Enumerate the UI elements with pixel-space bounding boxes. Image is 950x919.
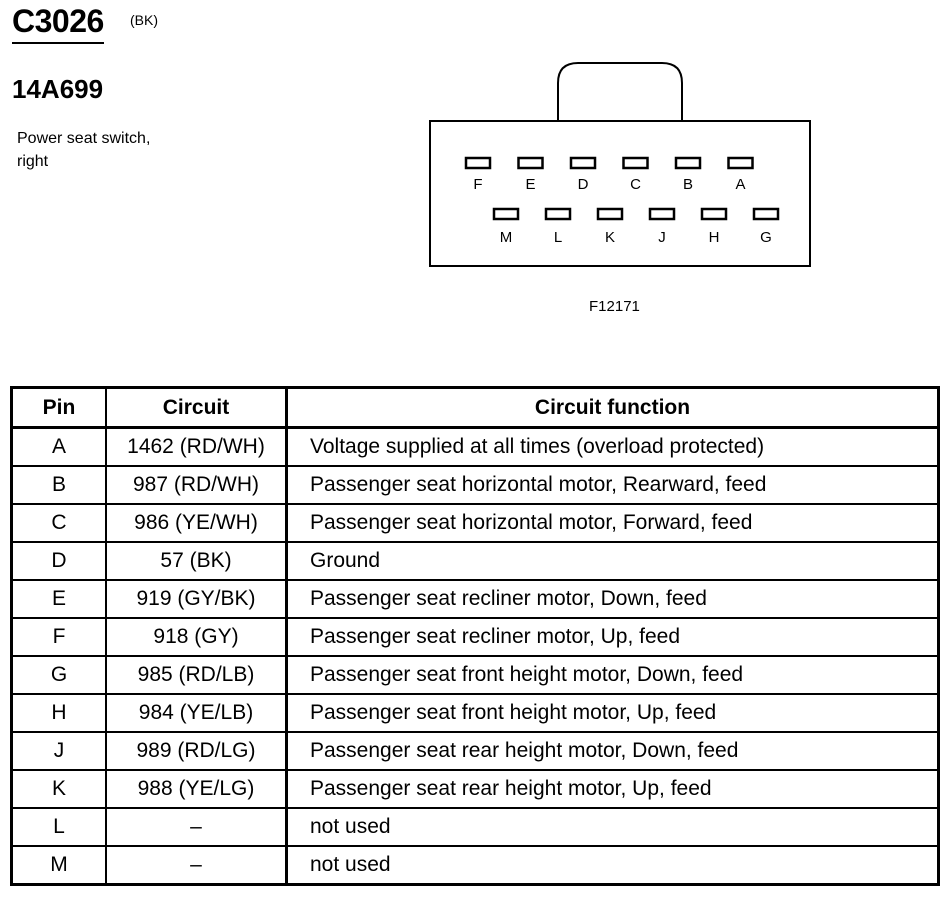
pin-cavity-k: [596, 207, 624, 221]
circuit-cell: 988 (YE/LG): [105, 769, 288, 809]
pin-label: G: [760, 229, 772, 246]
pin-cavity-e: [517, 156, 544, 170]
table-row: E 919 (GY/BK) Passenger seat recliner mo…: [10, 579, 940, 619]
pin-label: C: [630, 176, 641, 193]
function-cell: Passenger seat front height motor, Down,…: [285, 655, 940, 695]
table-header-row: Pin Circuit Circuit function: [10, 386, 940, 429]
function-cell: Passenger seat rear height motor, Down, …: [285, 731, 940, 771]
connector-body: [429, 120, 811, 267]
pin-label: L: [554, 229, 562, 246]
circuit-cell: –: [105, 807, 288, 847]
pin-cell: F: [10, 617, 107, 657]
function-cell: Passenger seat horizontal motor, Forward…: [285, 503, 940, 543]
circuit-function-header: Circuit function: [285, 386, 940, 429]
function-cell: Ground: [285, 541, 940, 581]
connector-color: (BK): [130, 12, 158, 28]
pin-cavity-d: [569, 156, 597, 170]
pin-header: Pin: [10, 386, 107, 429]
table-row: M – not used: [10, 845, 940, 886]
circuit-cell: 918 (GY): [105, 617, 288, 657]
pin-cell: C: [10, 503, 107, 543]
pin-label: E: [525, 176, 535, 193]
function-cell: Voltage supplied at all times (overload …: [285, 426, 940, 467]
pin-cavity-l: [544, 207, 572, 221]
table-row: C 986 (YE/WH) Passenger seat horizontal …: [10, 503, 940, 543]
table-row: G 985 (RD/LB) Passenger seat front heigh…: [10, 655, 940, 695]
function-cell: Passenger seat recliner motor, Down, fee…: [285, 579, 940, 619]
pin-cavity-b: [674, 156, 702, 170]
pin-cell: D: [10, 541, 107, 581]
pin-label: A: [735, 176, 745, 193]
pinout-table: Pin Circuit Circuit function A 1462 (RD/…: [10, 386, 940, 886]
pin-cell: M: [10, 845, 107, 886]
pin-cell: A: [10, 426, 107, 467]
circuit-cell: 919 (GY/BK): [105, 579, 288, 619]
function-cell: Passenger seat front height motor, Up, f…: [285, 693, 940, 733]
pin-cavity-m: [492, 207, 520, 221]
connector-id: C3026: [12, 2, 104, 44]
pin-label: B: [683, 176, 693, 193]
table-row: B 987 (RD/WH) Passenger seat horizontal …: [10, 465, 940, 505]
circuit-cell: –: [105, 845, 288, 886]
table-row: D 57 (BK) Ground: [10, 541, 940, 581]
pin-cell: K: [10, 769, 107, 809]
circuit-cell: 1462 (RD/WH): [105, 426, 288, 467]
pin-cavity-c: [622, 156, 649, 170]
pin-label: M: [500, 229, 513, 246]
pin-cell: G: [10, 655, 107, 695]
connector-description: Power seat switch, right: [17, 130, 151, 170]
connector-diagram: F E D C B A M L K J H G: [429, 62, 811, 267]
circuit-header: Circuit: [105, 386, 288, 429]
pin-label: K: [605, 229, 615, 246]
function-cell: Passenger seat horizontal motor, Rearwar…: [285, 465, 940, 505]
pin-cavity-a: [727, 156, 754, 170]
pin-cell: E: [10, 579, 107, 619]
function-cell: Passenger seat rear height motor, Up, fe…: [285, 769, 940, 809]
pin-cell: H: [10, 693, 107, 733]
circuit-cell: 986 (YE/WH): [105, 503, 288, 543]
pin-label: D: [578, 176, 589, 193]
pin-label: H: [709, 229, 720, 246]
pin-cavity-g: [752, 207, 780, 221]
function-cell: not used: [285, 807, 940, 847]
pin-cavity-h: [700, 207, 728, 221]
circuit-cell: 984 (YE/LB): [105, 693, 288, 733]
table-row: J 989 (RD/LG) Passenger seat rear height…: [10, 731, 940, 771]
table-row: F 918 (GY) Passenger seat recliner motor…: [10, 617, 940, 657]
circuit-cell: 57 (BK): [105, 541, 288, 581]
circuit-cell: 987 (RD/WH): [105, 465, 288, 505]
figure-reference: F12171: [589, 298, 640, 315]
pin-label: J: [658, 229, 666, 246]
table-row: H 984 (YE/LB) Passenger seat front heigh…: [10, 693, 940, 733]
pin-label: F: [473, 176, 482, 193]
circuit-cell: 985 (RD/LB): [105, 655, 288, 695]
pin-cavity-j: [648, 207, 676, 221]
function-cell: not used: [285, 845, 940, 886]
pin-cell: L: [10, 807, 107, 847]
pin-cell: B: [10, 465, 107, 505]
table-row: A 1462 (RD/WH) Voltage supplied at all t…: [10, 426, 940, 467]
pin-cavity-f: [464, 156, 492, 170]
table-row: K 988 (YE/LG) Passenger seat rear height…: [10, 769, 940, 809]
pin-cell: J: [10, 731, 107, 771]
connector-latch: [557, 62, 683, 121]
part-number: 14A699: [12, 74, 104, 104]
table-row: L – not used: [10, 807, 940, 847]
circuit-cell: 989 (RD/LG): [105, 731, 288, 771]
function-cell: Passenger seat recliner motor, Up, feed: [285, 617, 940, 657]
